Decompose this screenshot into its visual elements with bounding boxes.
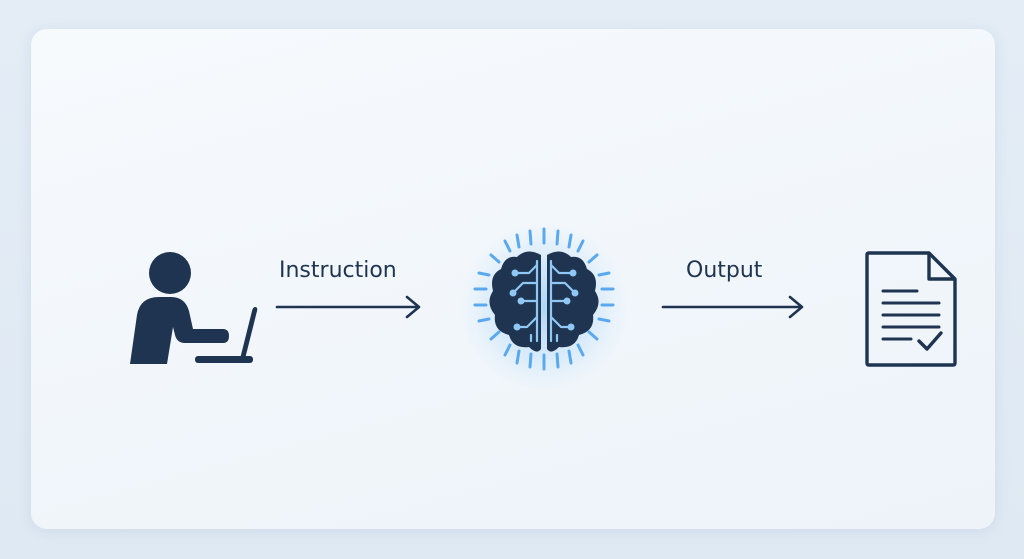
edge-label-output: Output [686,258,763,283]
ai-model-node [451,217,637,397]
arrow-right-icon [275,295,421,319]
edge-output: Output [661,255,811,327]
user-node [127,249,263,369]
person-at-laptop-icon [130,252,258,364]
arrow-right-icon [661,295,804,319]
edge-label-instruction: Instruction [279,258,397,283]
diagram-card: Instruction [31,29,995,529]
edge-instruction: Instruction [275,255,435,327]
circuit-brain-icon [473,227,615,371]
output-document-node [861,247,961,371]
document-checkmark-icon [865,251,957,367]
